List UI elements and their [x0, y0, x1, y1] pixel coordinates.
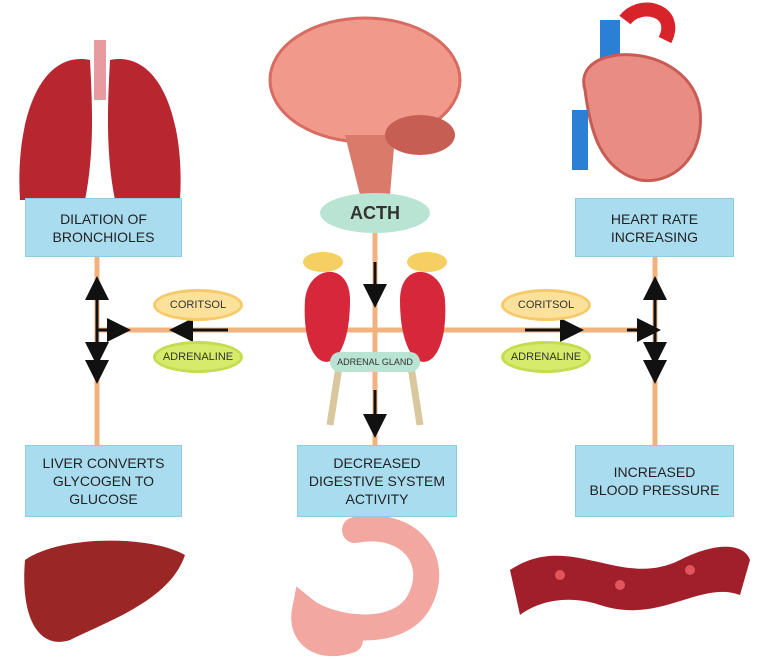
- heart-illustration: [572, 2, 702, 183]
- adrenaline-label-right: ADRENALINE: [501, 341, 591, 373]
- arrows: [85, 262, 667, 438]
- effect-blood-pressure: INCREASED BLOOD PRESSURE: [575, 445, 734, 517]
- lungs-illustration: [19, 40, 181, 200]
- adrenaline-label-left: ADRENALINE: [153, 341, 243, 373]
- adrenal-gland-label: ADRENAL GLAND: [330, 352, 420, 372]
- kidney-illustration: [303, 252, 447, 426]
- cortisol-label-right: CORITSOL: [501, 289, 591, 321]
- effect-heart-rate: HEART RATE INCREASING: [575, 198, 734, 257]
- blood-vessel-illustration: [510, 546, 750, 615]
- effect-liver: LIVER CONVERTS GLYCOGEN TO GLUCOSE: [25, 445, 182, 517]
- stomach-illustration: [291, 515, 440, 657]
- acth-label: ACTH: [320, 193, 430, 233]
- liver-illustration: [24, 540, 185, 642]
- effect-digestive: DECREASED DIGESTIVE SYSTEM ACTIVITY: [297, 445, 457, 517]
- effect-bronchioles: DILATION OF BRONCHIOLES: [25, 198, 182, 257]
- cortisol-label-left: CORITSOL: [153, 289, 243, 321]
- brain-illustration: [268, 16, 462, 195]
